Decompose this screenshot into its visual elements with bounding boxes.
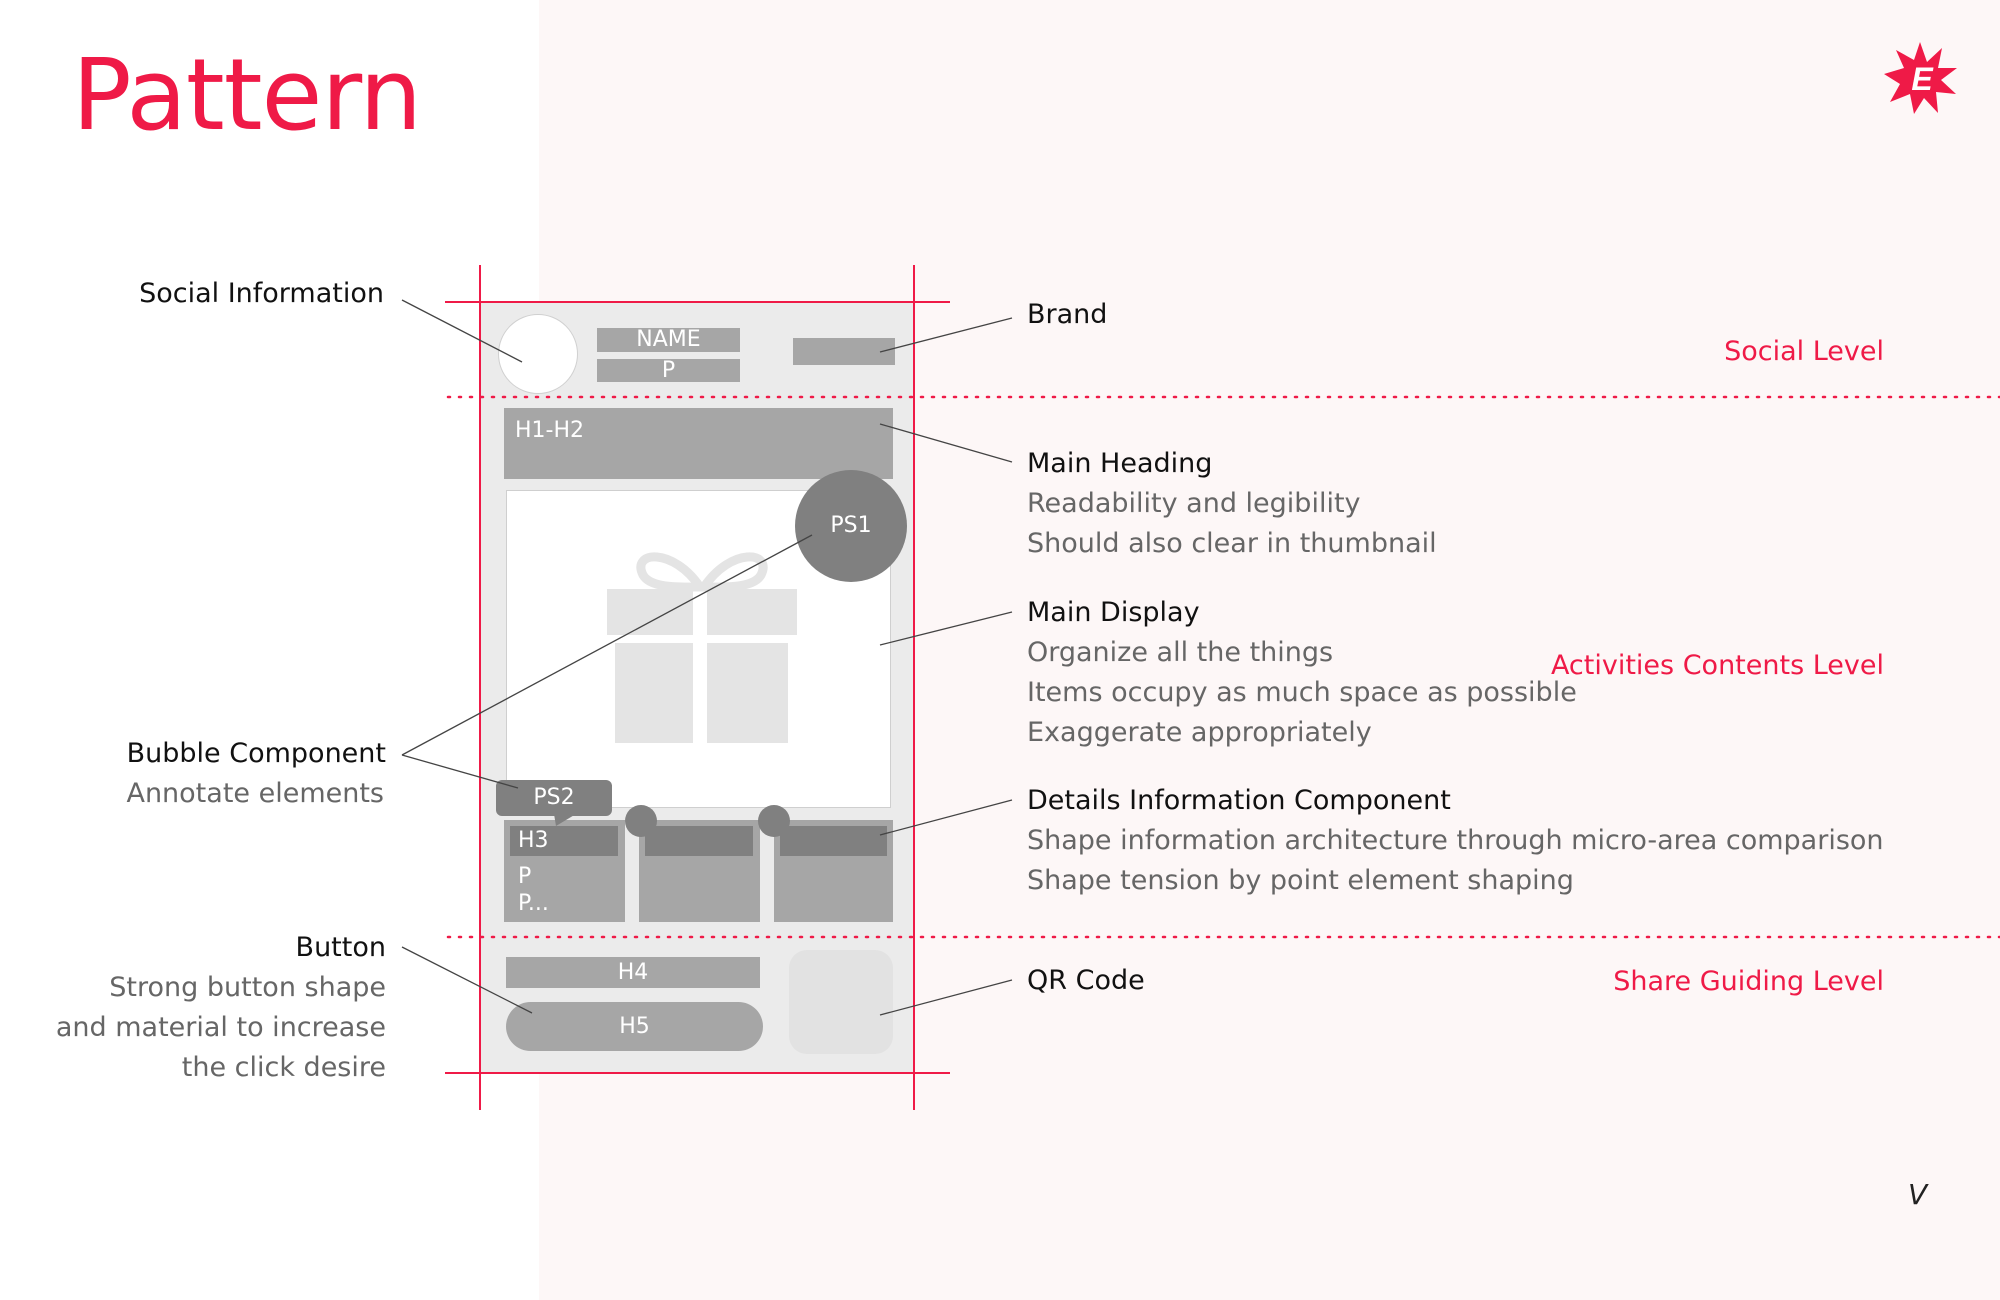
detail-card-3-header xyxy=(780,826,887,856)
social-information-title: Social Information xyxy=(139,278,384,309)
brand-title: Brand xyxy=(1027,299,1108,330)
main-heading-title: Main Heading xyxy=(1027,448,1213,479)
h4-bar: H4 xyxy=(506,957,760,988)
main-display-desc-1: Organize all the things xyxy=(1027,637,1334,668)
activities-level-label: Activities Contents Level xyxy=(1550,650,1884,681)
leader-social-information xyxy=(401,299,523,363)
bubble-ps1: PS1 xyxy=(795,470,907,582)
details-information-title: Details Information Component xyxy=(1027,785,1451,816)
poster-mockup: NAME P H1-H2 PS1 H3 P P... P xyxy=(480,302,914,1073)
page-number: V xyxy=(1908,1178,1928,1211)
details-information-desc-1: Shape information architecture through m… xyxy=(1027,825,1884,856)
starburst-e-logo-icon: E xyxy=(1884,42,1957,114)
button-title: Button xyxy=(295,932,386,963)
main-display-desc-2: Items occupy as much space as possible xyxy=(1027,677,1577,708)
bubble-ps2-label: PS2 xyxy=(533,785,575,810)
detail-p-more-label: P... xyxy=(518,891,549,916)
p-label: P xyxy=(661,357,676,383)
point-dot-2 xyxy=(758,805,790,837)
bubble-ps2: PS2 xyxy=(496,780,612,816)
detail-h3-label: H3 xyxy=(518,828,549,853)
brand-bar xyxy=(793,338,895,365)
detail-card-1-header xyxy=(510,826,618,856)
detail-card-2-header xyxy=(645,826,753,856)
main-display xyxy=(506,490,891,808)
bubble-component-desc: Annotate elements xyxy=(126,778,384,809)
button-desc-1: Strong button shape xyxy=(109,972,386,1003)
svg-text:E: E xyxy=(1911,61,1934,97)
p-bar: P xyxy=(597,359,740,382)
leader-main-heading xyxy=(879,423,1013,463)
main-display-desc-3: Exaggerate appropriately xyxy=(1027,717,1372,748)
leader-bubble-ps2 xyxy=(401,754,519,789)
h5-label: H5 xyxy=(619,1013,650,1039)
page-title: Pattern xyxy=(72,38,422,153)
social-level-label: Social Level xyxy=(1724,336,1884,367)
leader-bubble-ps1 xyxy=(401,534,813,756)
main-heading-desc-2: Should also clear in thumbnail xyxy=(1027,528,1437,559)
name-bar: NAME xyxy=(597,328,740,352)
avatar xyxy=(498,314,578,394)
detail-card-1: H3 P P... xyxy=(504,820,625,922)
share-level-label: Share Guiding Level xyxy=(1613,966,1884,997)
detail-card-3 xyxy=(774,820,893,922)
button-desc-3: the click desire xyxy=(181,1052,386,1083)
details-information-desc-2: Shape tension by point element shaping xyxy=(1027,865,1574,896)
bubble-ps2-tail xyxy=(554,814,576,826)
leader-details xyxy=(879,799,1013,836)
heading-label: H1-H2 xyxy=(515,418,585,443)
gift-icon xyxy=(607,552,797,743)
button-desc-2: and material to increase xyxy=(55,1012,386,1043)
main-heading-block: H1-H2 xyxy=(504,408,893,479)
detail-p-label: P xyxy=(518,864,532,889)
detail-card-2 xyxy=(639,820,760,922)
bubble-ps1-label: PS1 xyxy=(830,513,872,538)
h5-button[interactable]: H5 xyxy=(506,1002,763,1051)
bubble-component-title: Bubble Component xyxy=(126,738,386,769)
leader-brand xyxy=(879,317,1013,353)
main-display-title: Main Display xyxy=(1027,597,1200,628)
qr-code-title: QR Code xyxy=(1027,965,1145,996)
leader-main-display xyxy=(879,611,1013,646)
leader-button xyxy=(401,946,533,1014)
name-label: NAME xyxy=(636,327,701,352)
h4-label: H4 xyxy=(617,959,649,985)
main-heading-desc-1: Readability and legibility xyxy=(1027,488,1361,519)
qr-code-placeholder xyxy=(789,950,893,1054)
leader-qr-code xyxy=(879,979,1013,1016)
point-dot-1 xyxy=(625,805,657,837)
